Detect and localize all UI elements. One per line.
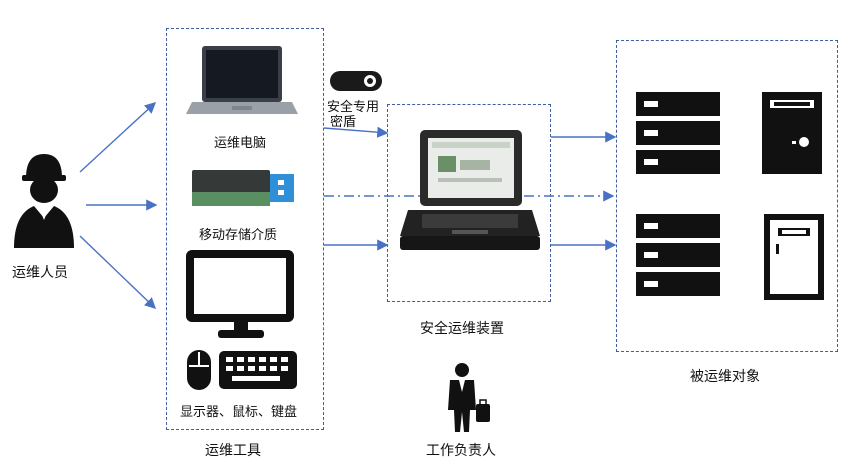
secure-device-icon: [400, 130, 540, 250]
mouse-icon: [187, 350, 211, 390]
operator-label: 运维人员: [12, 265, 68, 281]
server-tower-2-icon: [764, 214, 824, 300]
tools-group-box: [166, 28, 324, 430]
arrow-operator-to-laptop: [79, 102, 157, 173]
device-group-box: [387, 104, 551, 302]
device-label: 安全运维装置: [420, 321, 504, 337]
security-key-icon: [330, 71, 382, 91]
targets-group-box: [616, 40, 838, 352]
arrow-operator-to-desktop: [79, 235, 157, 309]
keyboard-icon: [219, 351, 297, 389]
operator-person-icon: [14, 154, 74, 248]
security-key-label-line1: 安全专用: [327, 100, 380, 115]
server-tower-icon: [762, 92, 822, 174]
usb-drive-icon: [192, 170, 294, 206]
arrow-tools-to-device-top: [323, 126, 389, 138]
usb-label: 移动存储介质: [199, 228, 278, 243]
laptop-icon: [186, 46, 298, 114]
server-rack-2-icon: [636, 214, 720, 296]
server-rack-icon: [636, 92, 720, 174]
monitor-icon: [186, 250, 294, 338]
targets-label: 被运维对象: [690, 369, 760, 385]
supervisor-label: 工作负责人: [426, 443, 496, 459]
desktop-label: 显示器、鼠标、键盘: [180, 405, 298, 420]
tools-group-label: 运维工具: [205, 443, 261, 459]
security-key-label-line2: 密盾: [330, 115, 357, 130]
businessman-icon: [448, 363, 490, 432]
laptop-label: 运维电脑: [214, 136, 267, 151]
